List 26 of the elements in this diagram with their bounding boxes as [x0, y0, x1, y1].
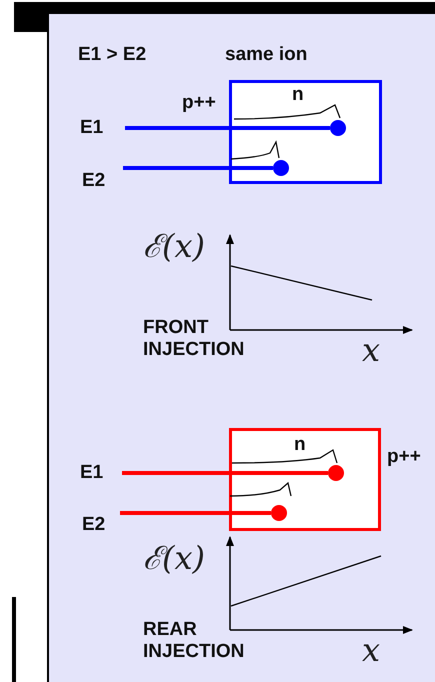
injection-label: REAR INJECTION	[143, 619, 246, 663]
energy-label: E2	[82, 170, 123, 192]
field-axis-label: ℰ(x)	[143, 540, 206, 576]
region-label: n	[294, 435, 306, 455]
ion-stop-dot	[273, 160, 289, 176]
ion-track	[122, 471, 328, 475]
detector-box	[229, 80, 382, 184]
doping-label: p++	[182, 92, 216, 114]
ion-stop-dot	[271, 505, 287, 521]
axis-label: x	[362, 332, 380, 368]
ion-stop-dot	[330, 120, 346, 136]
ion-track	[120, 511, 271, 515]
energy-label: E2	[82, 514, 120, 536]
injection-label: FRONT INJECTION	[143, 317, 246, 361]
axis-label: x	[362, 632, 380, 668]
ion-track	[125, 126, 330, 130]
energy-label: E1	[80, 462, 122, 484]
energy-relation-label: E1 > E2	[78, 44, 146, 66]
ion-stop-dot	[328, 465, 344, 481]
doping-label: p++	[387, 446, 421, 468]
region-label: n	[292, 85, 304, 105]
energy-label: E1	[80, 117, 125, 139]
note-label: same ion	[225, 44, 308, 66]
field-axis-label: ℰ(x)	[143, 228, 206, 264]
ion-track	[123, 166, 273, 170]
detector-box	[229, 428, 381, 531]
